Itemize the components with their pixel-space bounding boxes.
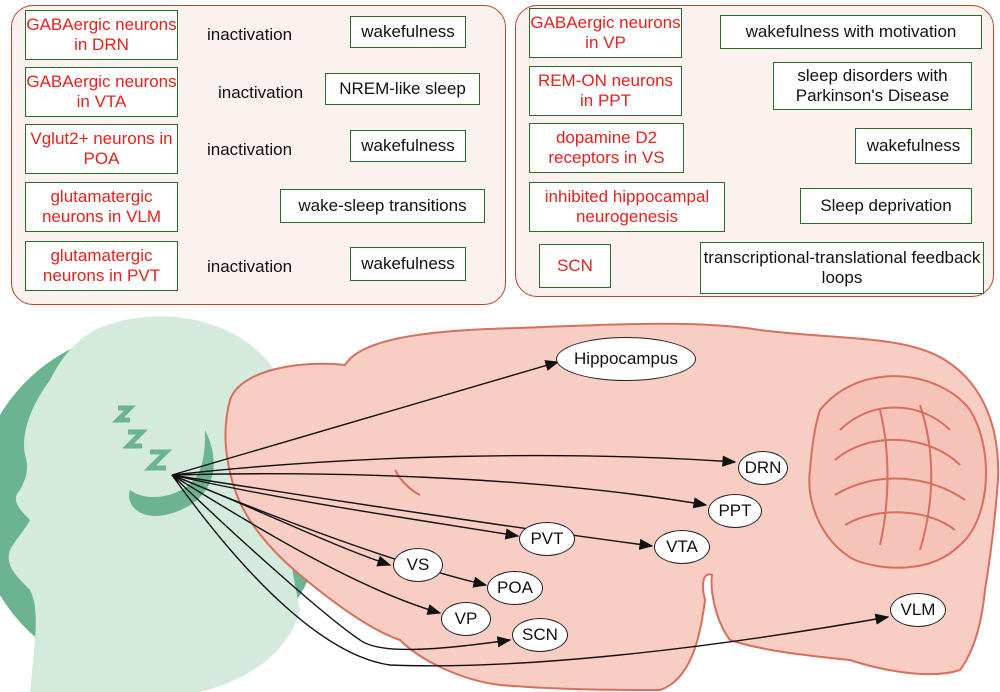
effect-box: Sleep deprivation bbox=[800, 188, 972, 224]
effect-box: wakefulness bbox=[350, 130, 466, 162]
cause-label: inhibited hippocampal neurogenesis bbox=[544, 187, 710, 226]
cause-box-hippocampal: inhibited hippocampal neurogenesis bbox=[529, 182, 725, 232]
cause-box-vs: dopamine D2 receptors in VS bbox=[529, 123, 684, 173]
node-vp: VP bbox=[441, 602, 491, 636]
effect-box: transcriptional-translational feedback l… bbox=[700, 242, 984, 294]
effect-label: wakefulness with motivation bbox=[745, 22, 957, 41]
connector-label: inactivation bbox=[207, 140, 293, 159]
cause-box-pvt: glutamatergic neurons in PVT bbox=[25, 241, 178, 291]
connector-label: inactivation bbox=[207, 25, 293, 44]
node-poa: POA bbox=[487, 571, 543, 605]
connector-label: inactivation bbox=[218, 83, 304, 102]
cause-box-vlm: glutamatergic neurons in VLM bbox=[25, 182, 178, 232]
effect-label: Sleep deprivation bbox=[820, 196, 952, 215]
projection-arrows bbox=[171, 360, 890, 667]
node-vta: VTA bbox=[654, 530, 710, 564]
effect-label: wake-sleep transitions bbox=[298, 196, 467, 215]
effect-label: wakefulness bbox=[361, 254, 455, 273]
cause-box-ppt: REM-ON neurons in PPT bbox=[529, 66, 682, 116]
cause-label: GABAergic neurons in DRN bbox=[26, 15, 177, 54]
node-vlm: VLM bbox=[890, 593, 946, 627]
cause-label: Vglut2+ neurons in POA bbox=[30, 129, 173, 168]
node-pvt: PVT bbox=[519, 522, 575, 556]
effect-box: sleep disorders with Parkinson's Disease bbox=[773, 62, 972, 110]
node-scn: SCN bbox=[512, 618, 568, 652]
connector-label: inactivation bbox=[207, 257, 293, 276]
cause-label: GABAergic neurons in VP bbox=[530, 13, 681, 52]
effect-label: wakefulness bbox=[866, 136, 961, 155]
cause-box-scn: SCN bbox=[539, 244, 611, 288]
effect-box: wakefulness bbox=[350, 16, 466, 48]
effect-label: sleep disorders with Parkinson's Disease bbox=[795, 66, 950, 105]
cause-label: glutamatergic neurons in PVT bbox=[42, 246, 161, 285]
effect-label: wakefulness bbox=[361, 22, 455, 41]
effect-label: NREM-like sleep bbox=[339, 79, 466, 98]
zzz-icon bbox=[111, 405, 173, 471]
effect-box: wakefulness bbox=[855, 128, 972, 164]
effect-box: NREM-like sleep bbox=[325, 73, 480, 105]
node-hippocampus: Hippocampus bbox=[556, 337, 696, 381]
cause-label: GABAergic neurons in VTA bbox=[26, 72, 177, 111]
node-drn: DRN bbox=[738, 451, 788, 485]
cause-box-vta: GABAergic neurons in VTA bbox=[25, 67, 178, 117]
cause-box-poa: Vglut2+ neurons in POA bbox=[25, 124, 178, 174]
effect-box: wakefulness with motivation bbox=[720, 15, 982, 49]
cause-label: REM-ON neurons in PPT bbox=[537, 71, 674, 110]
cause-box-drn: GABAergic neurons in DRN bbox=[25, 10, 178, 60]
cause-label: glutamatergic neurons in VLM bbox=[41, 187, 162, 226]
cause-label: SCN bbox=[557, 256, 593, 275]
node-vs: VS bbox=[393, 548, 443, 582]
cause-box-vp: GABAergic neurons in VP bbox=[529, 8, 682, 58]
effect-label: wakefulness bbox=[361, 136, 455, 155]
effect-label: transcriptional-translational feedback l… bbox=[703, 248, 981, 287]
effect-box: wakefulness bbox=[350, 247, 466, 281]
node-ppt: PPT bbox=[708, 494, 762, 528]
brain-illustration bbox=[224, 322, 1000, 692]
effect-box: wake-sleep transitions bbox=[280, 189, 485, 223]
cause-label: dopamine D2 receptors in VS bbox=[548, 128, 665, 167]
